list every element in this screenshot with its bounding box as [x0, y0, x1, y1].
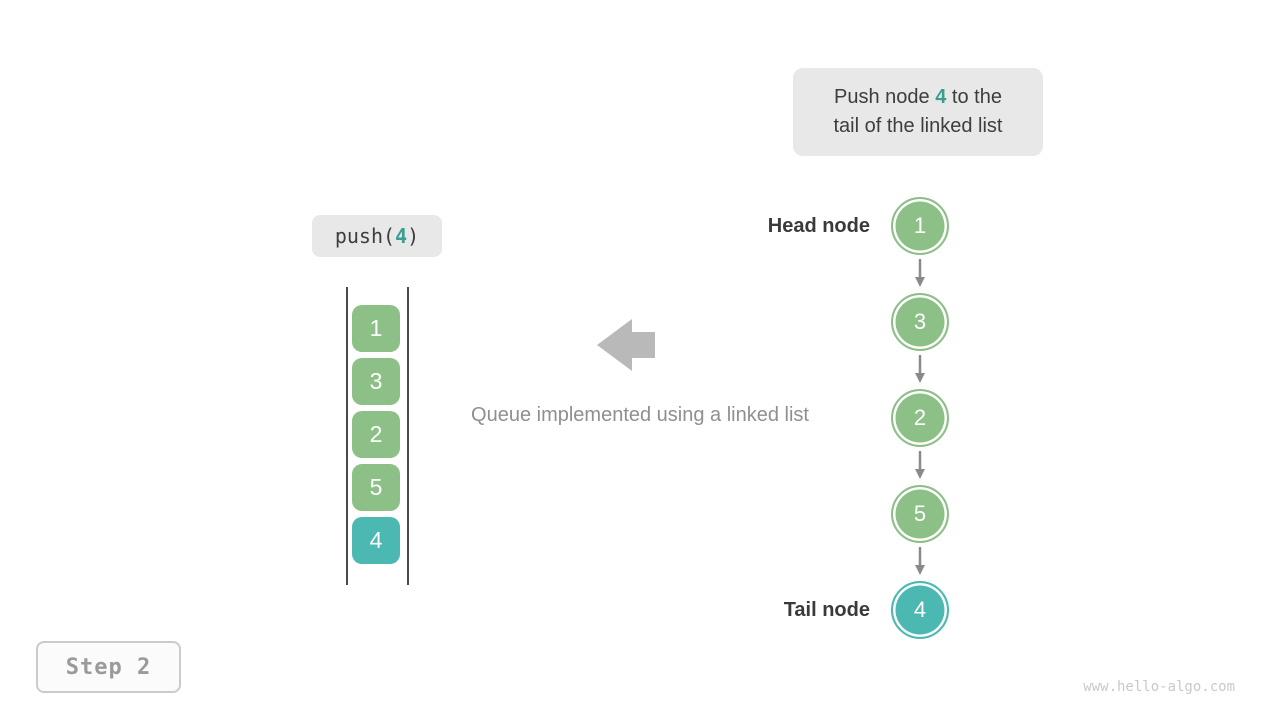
queue-wall-left: [346, 287, 348, 585]
callout-text-after: to the: [946, 86, 1002, 108]
callout-push-note: Push node 4 to the tail of the linked li…: [793, 68, 1043, 156]
list-node: 5: [891, 485, 949, 543]
list-node: 3: [891, 293, 949, 351]
push-label-suffix: ): [407, 224, 420, 248]
list-node: 1: [891, 197, 949, 255]
queue-cell: 5: [352, 464, 400, 511]
callout-line-1: Push node 4 to the: [834, 83, 1002, 112]
queue-cell: 1: [352, 305, 400, 352]
site-watermark: www.hello-algo.com: [1083, 679, 1235, 695]
push-operation-label: push(4): [312, 215, 442, 257]
queue-cell: 3: [352, 358, 400, 405]
linked-list-arrows: [915, 259, 925, 575]
diagram-caption: Queue implemented using a linked list: [471, 404, 809, 426]
callout-line-2: tail of the linked list: [833, 115, 1003, 137]
queue-wall-right: [407, 287, 409, 585]
step-badge: Step 2: [36, 641, 181, 693]
callout-highlight-value: 4: [935, 86, 947, 108]
callout-text-before: Push node: [834, 86, 936, 108]
tail-node-label: Tail node: [783, 599, 870, 621]
push-label-value: 4: [395, 224, 408, 248]
left-block-arrow-icon: [597, 319, 655, 371]
list-node-new: 4: [891, 581, 949, 639]
queue-cell: 2: [352, 411, 400, 458]
head-node-label: Head node: [767, 215, 870, 237]
list-node: 2: [891, 389, 949, 447]
queue-cell-new: 4: [352, 517, 400, 564]
push-label-prefix: push(: [334, 224, 396, 248]
